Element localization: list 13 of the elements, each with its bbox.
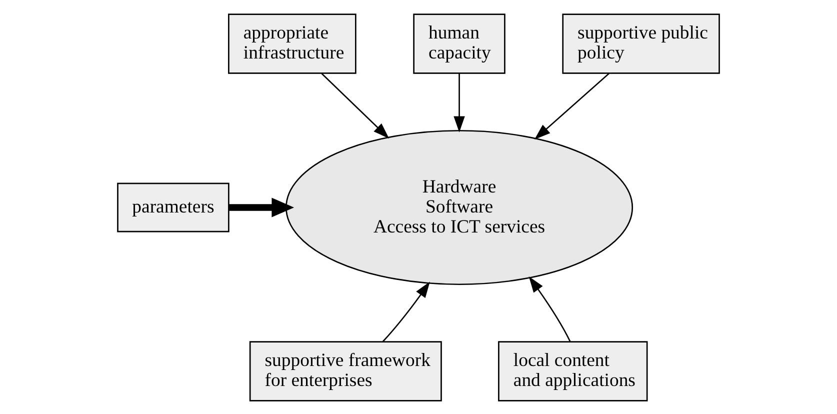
arrow [321, 72, 390, 138]
node-box: appropriate infrastructure [228, 13, 356, 74]
arrow [382, 281, 430, 342]
arrow [454, 73, 465, 132]
node-box: parameters [117, 182, 230, 232]
arrow [534, 72, 610, 140]
node-ellipse: Hardware Software Access to ICT services [286, 129, 634, 285]
node-box: human capacity [413, 13, 506, 74]
node-box: local content and applications [498, 340, 648, 401]
arrow [528, 276, 571, 342]
node-box: supportive framework for enterprises [249, 340, 442, 401]
node-box: supportive public policy [562, 13, 720, 74]
arrow [229, 197, 294, 217]
